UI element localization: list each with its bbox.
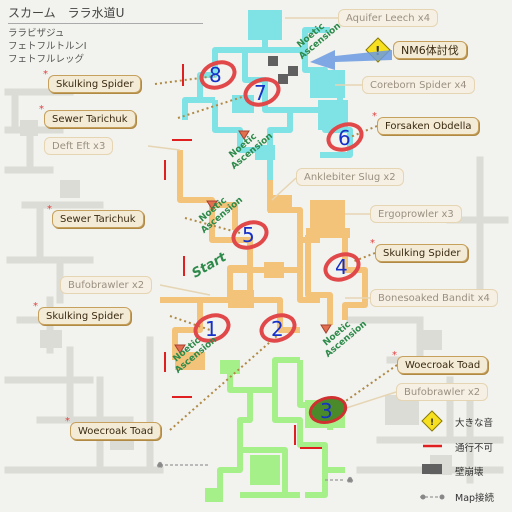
label-deft-eft: Deft Eft x3: [44, 137, 114, 155]
ascension-triangles: [174, 130, 332, 354]
asterisk-skulking-spider-8: *: [43, 69, 48, 80]
svg-text:!: !: [430, 418, 434, 428]
title-divider: [8, 23, 203, 24]
label-forsaken-obdella: Forsaken Obdella: [377, 117, 480, 135]
marker-5: 5: [242, 223, 255, 247]
legend-icons: !: [420, 410, 445, 500]
marker-numbers: 8 7 6 5 4 1 2 3: [205, 63, 351, 423]
svg-text:!: !: [375, 44, 380, 58]
spawn-ellipse-3: [308, 396, 348, 424]
marker-8: 8: [209, 63, 222, 87]
legend-map-connect: Map接続: [455, 493, 495, 504]
map-title: スカーム ララ水道U: [8, 6, 125, 20]
map-header: スカーム ララ水道U ララビザジュ フェトフルトルンI フェトフルレッグ: [8, 4, 208, 66]
label-skulking-spider-1: Skulking Spider: [38, 307, 132, 325]
label-ergoprowler: Ergoprowler x3: [370, 205, 462, 223]
asterisk-sewer-tarichuk-5: *: [47, 204, 52, 215]
map-connect-lines: [156, 461, 354, 484]
cyan-zone: [182, 10, 353, 180]
label-aquifer-leech: Aquifer Leech x4: [338, 9, 439, 27]
legend-wall-break: 壁崩壊: [455, 467, 484, 478]
asterisk-skulking-spider-4: *: [370, 238, 375, 249]
label-sewer-tarichuk-5: Sewer Tarichuk: [52, 210, 144, 228]
label-coreborn-spider: Coreborn Spider x4: [362, 76, 475, 94]
label-anklebiter-slug: Anklebiter Slug x2: [296, 168, 404, 186]
mob-list-1: ララビザジュ: [8, 28, 65, 39]
mob-list-3: フェトフルレッグ: [8, 54, 85, 65]
marker-3: 3: [320, 399, 333, 423]
wall-break-icon: [422, 464, 442, 474]
marker-1: 1: [205, 317, 218, 341]
label-bonesoaked-bandit: Bonesoaked Bandit x4: [370, 289, 498, 307]
asterisk-sewer-tarichuk-7: *: [39, 104, 44, 115]
label-woecroak-toad-3: Woecroak Toad: [397, 356, 489, 374]
marker-2: 2: [271, 317, 284, 341]
label-bufobrawler-lower: Bufobrawler x2: [396, 383, 489, 401]
label-woecroak-toad-2: Woecroak Toad: [70, 422, 162, 440]
start-label: Start: [190, 250, 230, 282]
label-skulking-spider-4: Skulking Spider: [375, 244, 469, 262]
legend-loud-sound: 大きな音: [455, 418, 494, 429]
label-sewer-tarichuk-7: Sewer Tarichuk: [44, 110, 136, 128]
mob-list-2: フェトフルトルンI: [8, 41, 87, 52]
legend-impassable: 通行不可: [455, 443, 494, 454]
nm-callout: NM6体討伐: [393, 41, 467, 59]
asterisk-forsaken-obdella: *: [372, 111, 377, 122]
marker-4: 4: [335, 255, 348, 279]
nm-arrow: [310, 50, 392, 70]
marker-6: 6: [338, 126, 351, 150]
light-leader-lines: [147, 17, 397, 411]
impassable-bars: [164, 64, 322, 449]
asterisk-woecroak-toad-2: *: [65, 416, 70, 427]
label-bufobrawler-upper: Bufobrawler x2: [60, 276, 153, 294]
asterisk-skulking-spider-1: *: [33, 301, 38, 312]
wall-break-blocks: [268, 56, 298, 84]
asterisk-woecroak-toad-3: *: [392, 350, 397, 361]
marker-7: 7: [254, 81, 267, 105]
green-zone: [205, 357, 345, 502]
label-skulking-spider-8: Skulking Spider: [48, 75, 142, 93]
warning-icon: [421, 410, 443, 432]
spawn-ellipses: [193, 60, 364, 343]
